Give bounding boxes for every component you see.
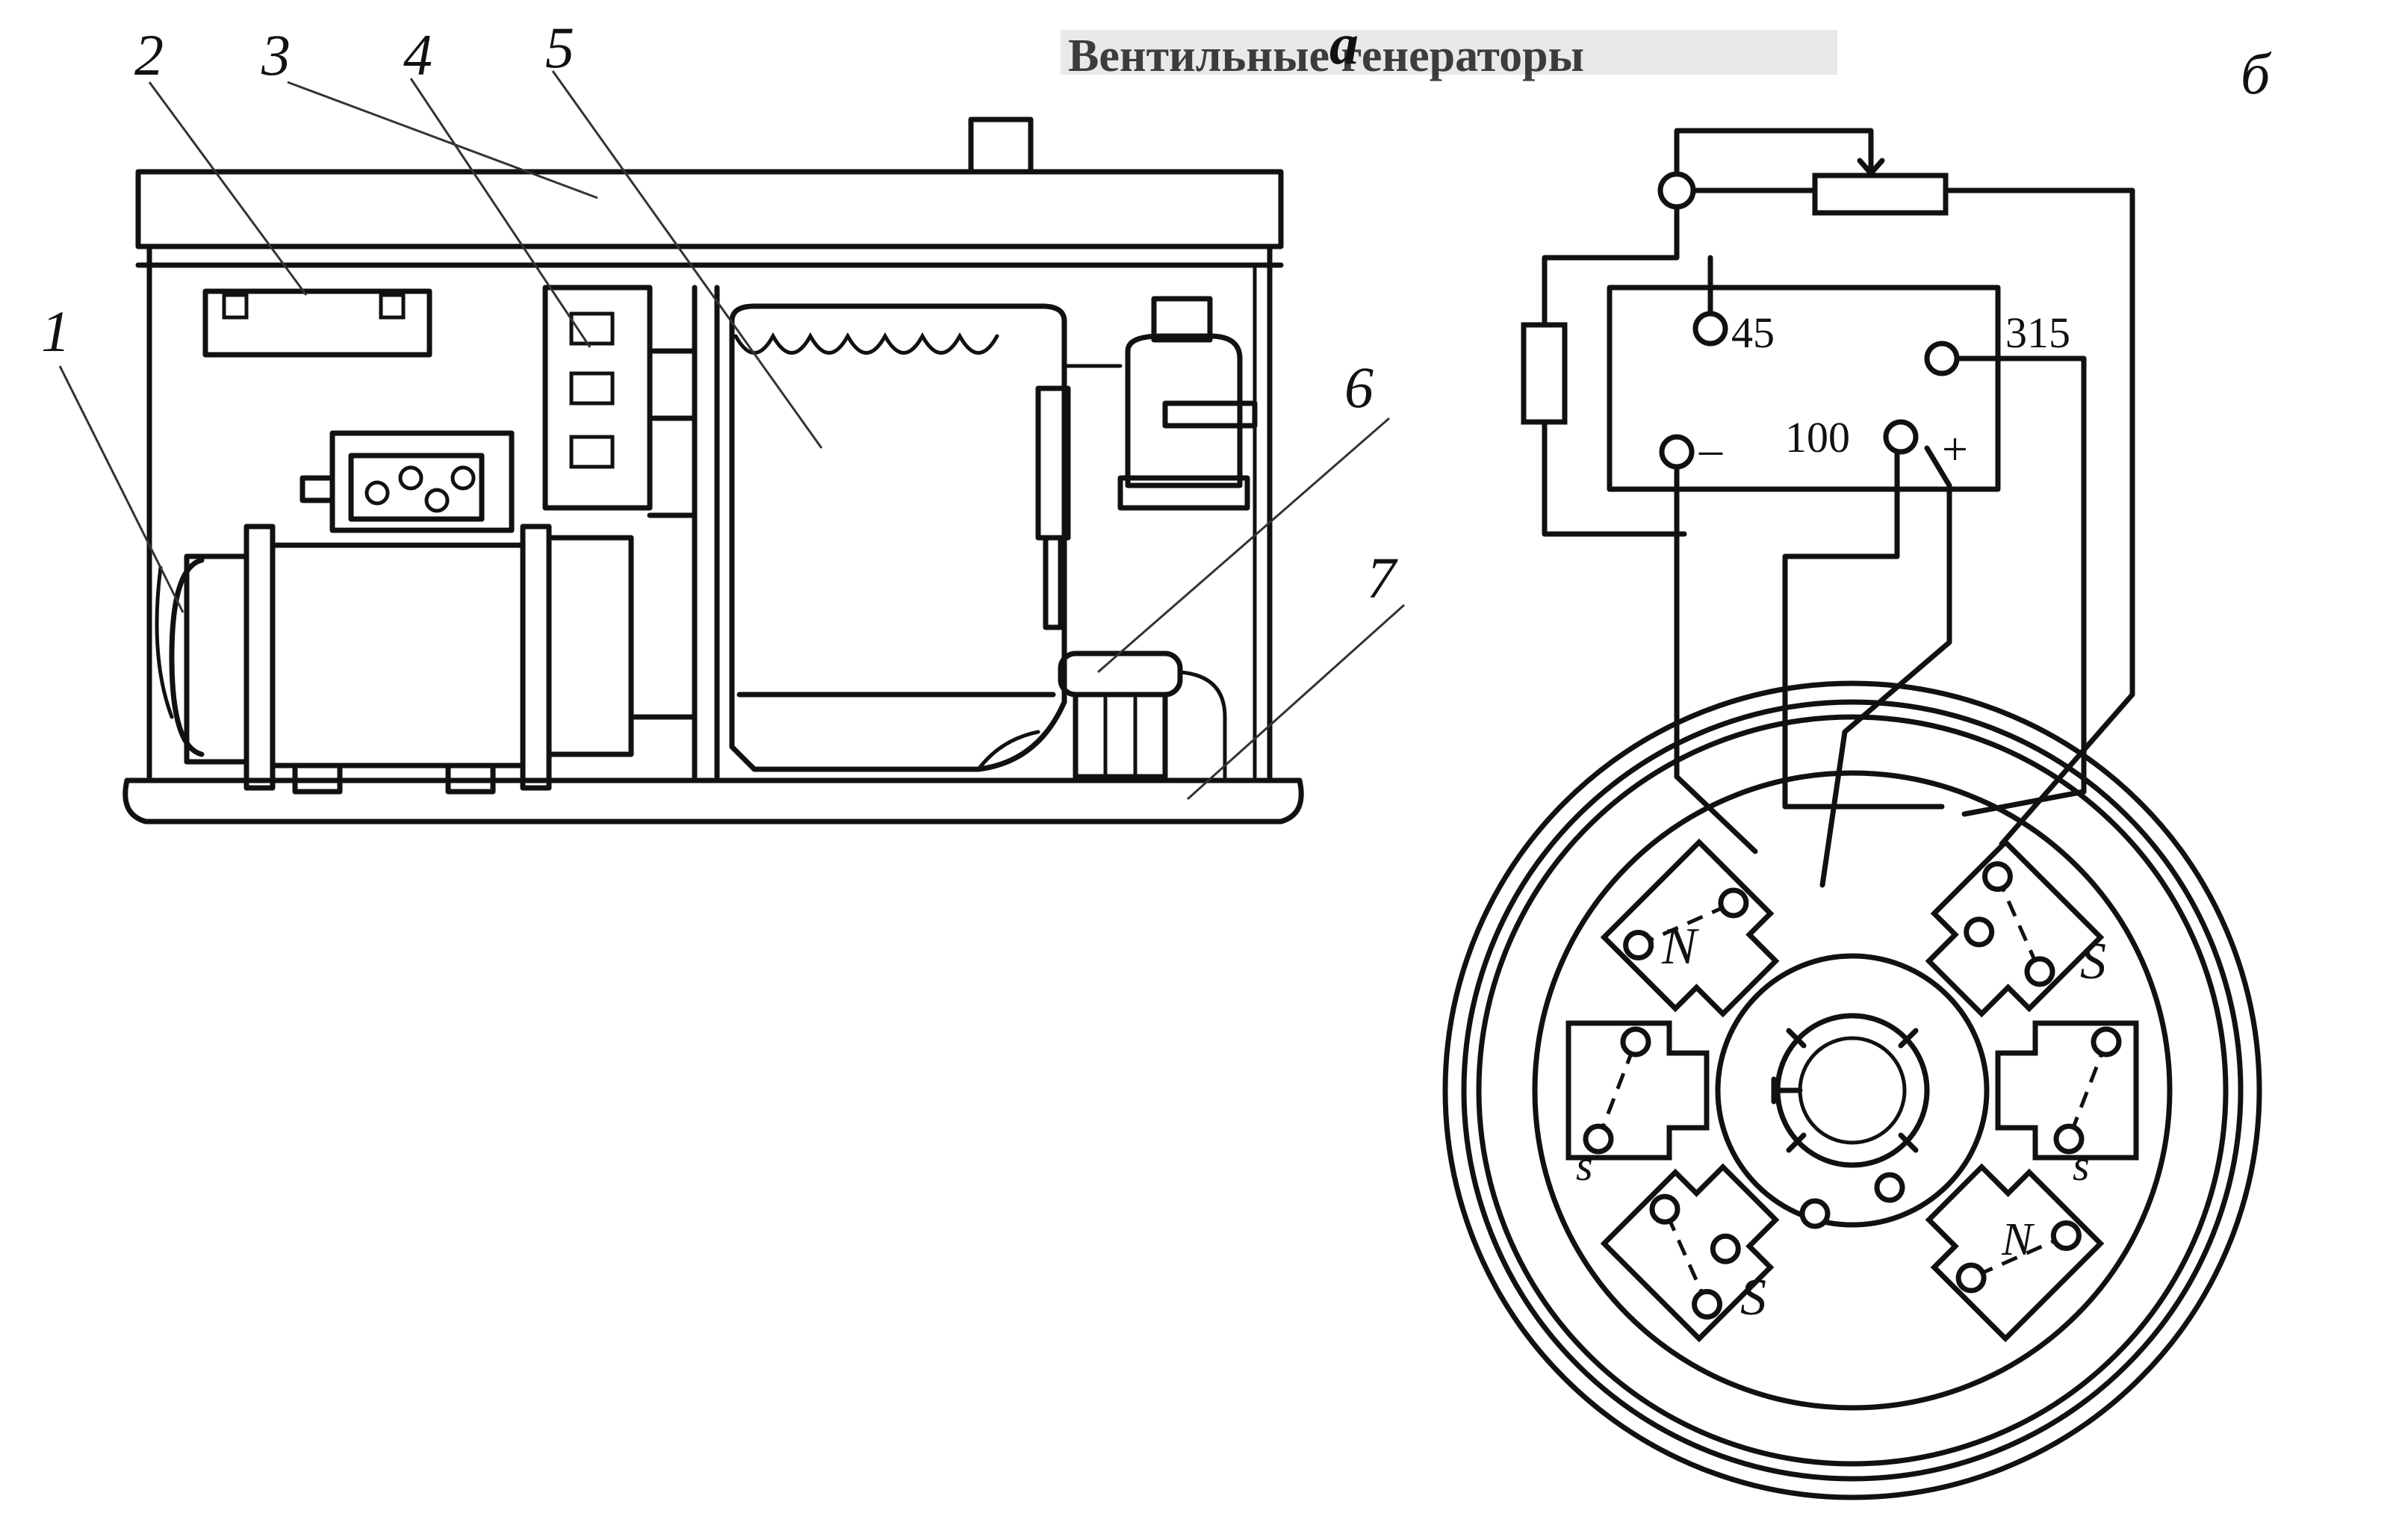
pole-label-N-bottom: N bbox=[2001, 1214, 2035, 1265]
callout-2: 2 bbox=[134, 22, 164, 87]
ghost-bleedthrough: Вентильные генераторы bbox=[1061, 30, 1837, 81]
stator-inner-ring bbox=[1532, 770, 2173, 1411]
pole-label-N-top: N bbox=[1661, 918, 1699, 975]
pole-label-S-bottom: S bbox=[1740, 1269, 1766, 1326]
control-board bbox=[542, 285, 653, 511]
unit-cover bbox=[135, 169, 1284, 249]
pole-label-s-left: s bbox=[1576, 1141, 1593, 1190]
panel-label-b: б bbox=[2241, 41, 2272, 106]
stator-outer-ring bbox=[1442, 680, 2262, 1500]
callout-leaders bbox=[58, 70, 1406, 801]
cover-knob bbox=[968, 117, 1034, 175]
voltage-regulator bbox=[1607, 285, 2001, 492]
terminal-315 bbox=[1924, 341, 1960, 376]
resistor bbox=[1521, 322, 1568, 425]
pole-label-s-right: s bbox=[2073, 1141, 2090, 1190]
label-plus: + bbox=[1942, 424, 1968, 475]
callout-1: 1 bbox=[41, 299, 70, 364]
callout-7: 7 bbox=[1367, 545, 1398, 610]
panel-label-a: a bbox=[1329, 11, 1359, 76]
unit-base bbox=[122, 777, 1304, 825]
label-315: 315 bbox=[2005, 308, 2070, 357]
generator bbox=[155, 430, 634, 795]
ghost-heading-text: Вентильные генераторы bbox=[1068, 31, 1584, 81]
fuel-pump bbox=[1058, 651, 1227, 780]
terminal-45 bbox=[1692, 311, 1728, 347]
rotor-hub bbox=[1715, 953, 1990, 1228]
callout-6: 6 bbox=[1344, 355, 1374, 420]
pole-label-S-top: S bbox=[2080, 933, 2106, 990]
label-100: 100 bbox=[1785, 413, 1850, 462]
junction-node bbox=[1657, 171, 1696, 210]
label-minus: – bbox=[1698, 424, 1723, 475]
wiring-diagram: 45 315 100 – + N S s s S bbox=[1442, 128, 2262, 1500]
electrical-box bbox=[202, 288, 432, 358]
stator-pole-pieces bbox=[1565, 838, 2139, 1343]
engine bbox=[632, 296, 1258, 772]
callout-4: 4 bbox=[403, 22, 432, 87]
callout-3: 3 bbox=[261, 22, 291, 87]
rheostat bbox=[1812, 173, 1949, 216]
callout-5: 5 bbox=[545, 15, 574, 80]
terminal-minus bbox=[1659, 434, 1695, 470]
power-unit-drawing: 1 2 3 4 5 6 7 bbox=[41, 15, 1406, 825]
terminal-100 bbox=[1883, 419, 1919, 455]
label-45: 45 bbox=[1731, 308, 1775, 357]
